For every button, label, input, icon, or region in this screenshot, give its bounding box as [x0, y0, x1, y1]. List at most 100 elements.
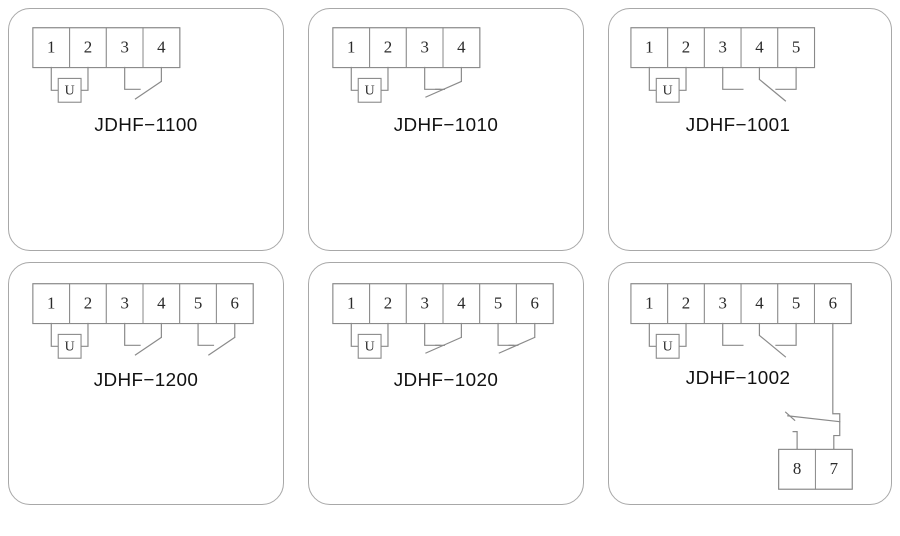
model-label: JDHF−1020 [394, 369, 499, 390]
terminal-cell-2[interactable] [667, 283, 705, 324]
terminal-cell-3[interactable] [405, 27, 444, 69]
terminal-number-1: 1 [47, 38, 55, 57]
coil-label: U [365, 84, 375, 99]
terminal-number-3: 3 [120, 294, 128, 313]
terminal-number-3: 3 [719, 38, 727, 57]
terminal-cell-4[interactable] [442, 27, 481, 69]
terminal-cell-7[interactable] [814, 448, 853, 490]
terminal-number-1: 1 [645, 38, 653, 57]
coil-box [655, 77, 680, 103]
terminal-number-5: 5 [194, 294, 202, 313]
terminal-number-2: 2 [384, 294, 392, 313]
coil-box [57, 333, 82, 359]
terminal-number-2: 2 [84, 294, 92, 313]
terminal-cell-4[interactable] [740, 27, 779, 69]
coil-box [357, 333, 382, 359]
lower-contact-fixed [792, 431, 798, 451]
terminal-number-2: 2 [682, 38, 690, 57]
changeover-fixed-left [722, 66, 744, 90]
coil-box [357, 77, 382, 103]
terminal-number-7: 7 [830, 459, 838, 478]
terminal-number-3: 3 [420, 38, 428, 57]
terminal-cell-3[interactable] [105, 283, 144, 324]
terminal-number-6: 6 [531, 294, 539, 313]
terminal-number-4: 4 [157, 294, 166, 313]
changeover-blade [759, 334, 787, 358]
coil-lead-left [350, 66, 359, 91]
wiring-diagram: 1 2 3 4U JDHF−1100 [32, 27, 197, 135]
terminal-number-3: 3 [120, 38, 128, 57]
changeover-fixed-right [775, 322, 797, 346]
changeover-fixed-left [722, 322, 744, 346]
coil-label: U [65, 339, 75, 354]
terminal-cell-2[interactable] [667, 27, 705, 69]
terminal-number-5: 5 [792, 294, 800, 313]
terminal-number-1: 1 [47, 294, 55, 313]
coil-box [57, 77, 82, 103]
feed-wire-from-6 [832, 322, 841, 423]
contact-fixed-0 [124, 322, 141, 346]
terminal-cell-4[interactable] [142, 283, 181, 324]
contact-fixed-1 [497, 322, 515, 346]
terminal-number-6: 6 [829, 294, 837, 313]
terminal-cell-6[interactable] [215, 283, 254, 324]
terminal-cell-3[interactable] [703, 27, 742, 69]
model-label: JDHF−1010 [394, 114, 499, 135]
coil-lead-left [50, 322, 59, 347]
contact-fixed-1 [197, 322, 215, 346]
coil-lead-right [80, 322, 89, 347]
changeover-blade [759, 78, 787, 102]
terminal-number-4: 4 [157, 38, 166, 57]
model-label: JDHF−1002 [686, 367, 791, 388]
coil-lead-right [678, 322, 687, 347]
coil-lead-left [350, 322, 359, 347]
contact-blade-open-0 [134, 336, 162, 356]
coil-box [655, 333, 680, 359]
terminal-number-1: 1 [347, 294, 355, 313]
contact-fixed-0 [424, 322, 441, 346]
lower-contact-return [833, 421, 841, 451]
lower-contact-blade [787, 415, 840, 423]
terminal-number-2: 2 [682, 294, 690, 313]
terminal-cell-5[interactable] [179, 283, 217, 324]
changeover-fixed-right [775, 66, 797, 90]
model-label: JDHF−1200 [94, 369, 199, 390]
coil-lead-left [50, 66, 59, 91]
coil-label: U [663, 339, 673, 354]
terminal-number-2: 2 [84, 38, 92, 57]
contact-blade-open-0 [134, 80, 162, 100]
terminal-cell-5[interactable] [479, 283, 517, 324]
model-label: JDHF−1100 [94, 114, 197, 135]
terminal-cell-2[interactable] [369, 283, 407, 324]
terminal-cell-4[interactable] [442, 283, 481, 324]
coil-lead-right [380, 322, 389, 347]
coil-label: U [663, 84, 673, 99]
terminal-cell-3[interactable] [405, 283, 444, 324]
coil-lead-left [648, 66, 657, 91]
terminal-number-1: 1 [645, 294, 653, 313]
wiring-diagram: 1 2 3 4 5U JDHF−1001 [630, 27, 816, 135]
contact-fixed-0 [424, 66, 441, 90]
contact-fixed-0 [124, 66, 141, 90]
terminal-cell-1[interactable] [332, 27, 371, 69]
terminal-number-1: 1 [347, 38, 355, 57]
terminal-number-3: 3 [420, 294, 428, 313]
model-label: JDHF−1001 [686, 114, 791, 135]
terminal-cell-6[interactable] [813, 283, 852, 324]
terminal-number-4: 4 [457, 294, 466, 313]
terminal-cell-1[interactable] [332, 283, 371, 324]
terminal-cell-4[interactable] [142, 27, 181, 69]
contact-blade-open-1 [208, 336, 236, 356]
terminal-number-2: 2 [384, 38, 392, 57]
terminal-number-4: 4 [755, 38, 764, 57]
terminal-cell-2[interactable] [369, 27, 407, 69]
lower-contact-tick [784, 411, 796, 422]
coil-label: U [65, 84, 75, 99]
terminal-number-5: 5 [792, 38, 800, 57]
